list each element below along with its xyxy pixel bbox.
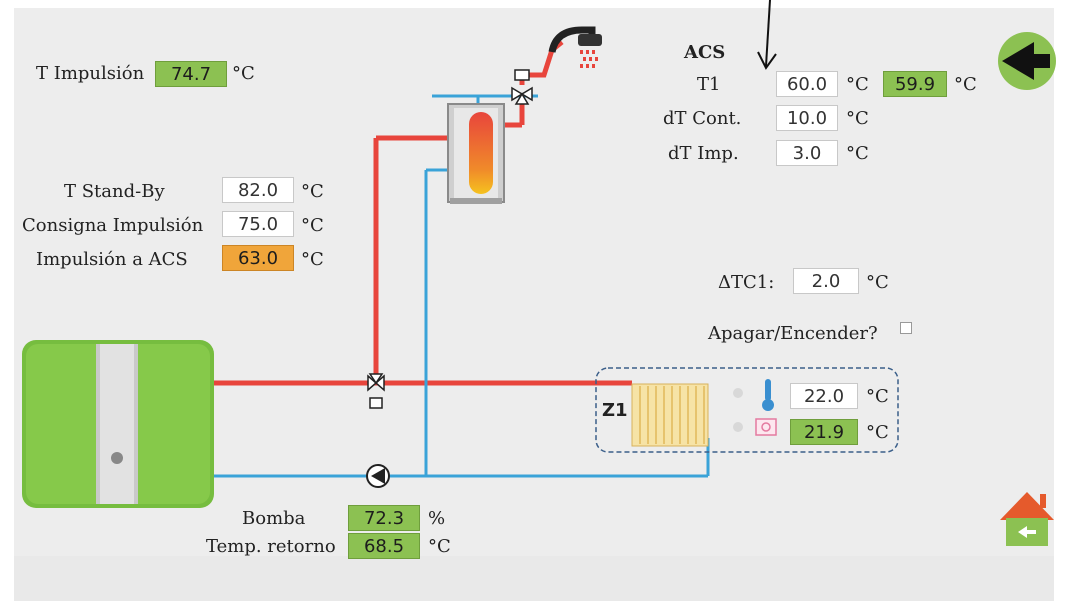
impulsion-acs-unit: °C (301, 249, 324, 270)
thermometer-icon (762, 379, 774, 411)
acs-t1-input[interactable]: 60.0 (776, 71, 838, 97)
boiler (22, 340, 214, 508)
acs-t1-measured: 59.9 (883, 71, 947, 97)
annotation-arrow (757, 0, 777, 70)
toggle-checkbox[interactable] (900, 322, 912, 334)
three-way-valve-acs (511, 69, 533, 105)
circulation-pump (366, 464, 390, 488)
home-icon[interactable] (1000, 492, 1054, 546)
shower-head (548, 26, 602, 68)
zone1-measured-value: 21.9 (790, 419, 858, 445)
zone1-measured-unit: °C (866, 422, 889, 443)
consigna-impulsion-input[interactable]: 75.0 (222, 211, 294, 237)
zone1-setpoint-input[interactable]: 22.0 (790, 383, 858, 409)
acs-dt-cont-label: dT Cont. (663, 108, 742, 129)
bomba-unit: % (428, 508, 446, 529)
consigna-impulsion-label: Consigna Impulsión (22, 215, 204, 236)
impulsion-acs-value: 63.0 (222, 245, 294, 271)
delta-tc1-input[interactable]: 2.0 (793, 268, 859, 294)
delta-tc1-label: ΔTC1: (718, 272, 775, 293)
temp-retorno-label: Temp. retorno (206, 536, 336, 557)
zone1-status-led-2 (733, 422, 743, 432)
bottom-strip (14, 556, 1054, 601)
zone1-label: Z1 (602, 400, 628, 421)
acs-t1-measured-unit: °C (954, 74, 977, 95)
acs-dt-imp-label: dT Imp. (668, 143, 739, 164)
bomba-value: 72.3 (348, 505, 420, 531)
t-impulsion-unit: °C (232, 63, 255, 84)
acs-t1-unit: °C (846, 74, 869, 95)
acs-dt-imp-input[interactable]: 3.0 (776, 140, 838, 166)
radiator (631, 383, 709, 447)
back-arrow-icon[interactable] (998, 32, 1056, 90)
acs-title: ACS (684, 42, 726, 63)
t-standby-label: T Stand-By (64, 181, 165, 202)
zone1-frame (595, 367, 899, 453)
temp-retorno-value: 68.5 (348, 533, 420, 559)
t-impulsion-value: 74.7 (155, 61, 227, 87)
acs-t1-label: T1 (697, 74, 721, 95)
acs-dt-cont-input[interactable]: 10.0 (776, 105, 838, 131)
t-standby-input[interactable]: 82.0 (222, 177, 294, 203)
consigna-impulsion-unit: °C (301, 215, 324, 236)
t-impulsion-label: T Impulsión (36, 63, 145, 84)
toggle-label: Apagar/Encender? (708, 323, 878, 344)
thermostat-icon (755, 418, 777, 436)
temp-retorno-unit: °C (428, 536, 451, 557)
acs-dt-imp-unit: °C (846, 143, 869, 164)
impulsion-acs-label: Impulsión a ACS (36, 249, 188, 270)
t-standby-unit: °C (301, 181, 324, 202)
dhw-tank (447, 103, 505, 204)
zone1-status-led-1 (733, 388, 743, 398)
three-way-valve-heating (367, 373, 385, 409)
zone1-setpoint-unit: °C (866, 386, 889, 407)
delta-tc1-unit: °C (866, 272, 889, 293)
acs-dt-cont-unit: °C (846, 108, 869, 129)
bomba-label: Bomba (242, 508, 306, 529)
